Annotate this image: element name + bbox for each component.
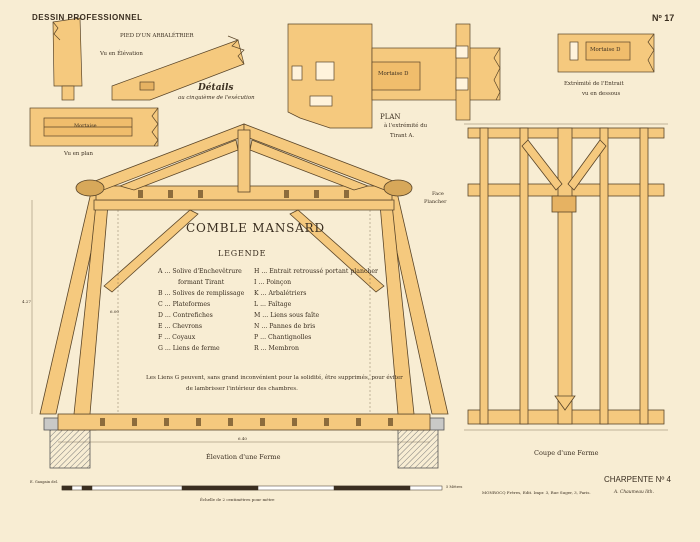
plate-number: Nº 17 [652,13,675,23]
main-title: COMBLE MANSARD [186,221,325,235]
legend-item: formant Tirant [178,279,225,286]
extremite-line-1: Extrémité de l'Entrait [564,81,624,87]
mortaise-label: Mortaise [74,123,97,129]
face-plancher-1: Face [432,191,444,197]
mortaise-d-plan: Mortaise D [378,71,409,77]
dim-side: 4.27 [22,299,31,304]
detail-plan-tirant [287,23,501,129]
legend-item: D ... Contrefiches [158,312,213,319]
coupe-caption: Coupe d'une Ferme [534,449,599,457]
legend-item: G ... Liens de ferme [158,345,220,352]
legend-item: R ... Membron [254,345,300,352]
detail-entrait-end [557,33,655,73]
legend-item: E ... Chevrons [158,323,203,330]
elevation-caption: Élevation d'une Ferme [206,453,281,461]
elevation-frame [39,123,449,469]
detail-post-elevation [52,17,83,101]
face-plancher-2: Plancher [424,199,447,205]
legend-item: P ... Chantignolles [254,334,312,341]
detail-mortaise-plan [29,107,159,147]
note-line-2: de lambrisser l'intérieur des chambres. [186,386,298,392]
detail-rafter-inclined [111,35,245,101]
legend-item: N ... Pannes de bris [254,323,316,330]
dim-mid: 6.00 [110,309,119,314]
legend-item: B ... Solives de remplissage [158,290,245,297]
pied-title: PIED D'UN ARBALÉTRIER [120,33,194,39]
plan-title: PLAN [380,113,401,121]
legend-item: I ... Poinçon [254,279,292,286]
legend-item: H ... Entrait retroussé portant plancher [254,268,379,275]
scale-end: 5 Mètres [446,485,463,489]
plan-sub-2: Tirant A. [390,133,415,139]
elevation-dimensions [31,200,430,443]
plan-sub-1: à l'extrémité du [384,123,428,129]
publisher: MONROCQ Frères, Edit. Impr. 3, Rue Suger… [482,490,591,495]
scale-bar [61,485,443,491]
engraver-left: E. Gaugain del. [30,480,59,484]
note-line-1: Les Liens G peuvent, sans grand inconvén… [146,375,403,381]
extremite-line-2: vu en dessous [582,91,621,97]
scale-caption: Échelle de 2 centimètres pour mètre [200,497,275,502]
legend-title: LEGENDE [218,249,267,258]
mortaise-d-entrait: Mortaise D [590,47,621,53]
legend-item: C ... Plateformes [158,301,211,308]
dim-span: 6.40 [238,436,247,441]
section-dimensions [464,123,668,431]
details-title: Détails [198,83,234,93]
details-scale-note: au cinquième de l'exécution [178,95,255,101]
vu-en-plan: Vu en plan [64,151,93,157]
vu-en-elevation: Vu en Élévation [100,51,143,57]
engraver-right: A. Chaumeau lith. [614,490,654,495]
section-frame [467,127,665,425]
legend-item: M ... Liens sous faîte [254,312,320,319]
legend-item: K ... Arbalétriers [254,290,307,297]
plate-title: CHARPENTE Nº 4 [604,475,671,484]
legend-item: F ... Coyaux [158,334,196,341]
legend-item: A ... Solive d'Enchevêtrure [158,268,242,275]
series-label: DESSIN PROFESSIONNEL [32,13,143,22]
legend-item: L ... Faîtage [254,301,292,308]
